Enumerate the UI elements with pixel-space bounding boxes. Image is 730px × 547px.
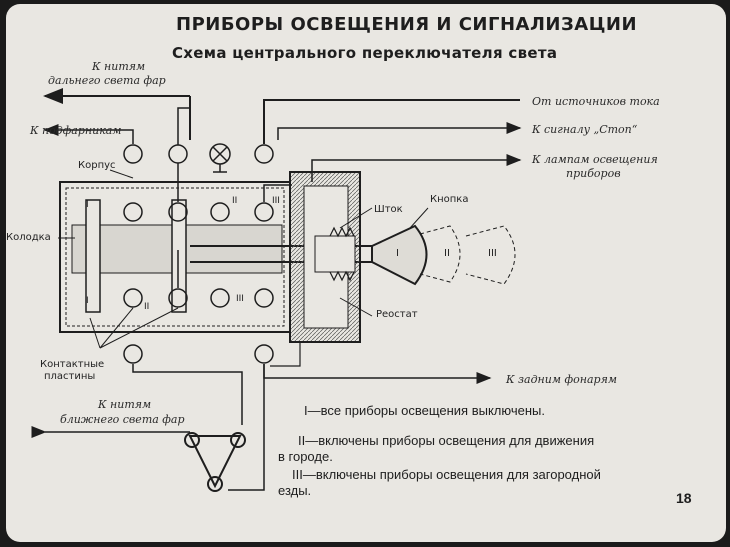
terminal-block (71, 199, 283, 313)
legend-position-2-line1: II—включены приборы освещения для движен… (298, 433, 595, 448)
terminal-inner-5 (123, 288, 143, 308)
label-rheostat: Реостат (376, 309, 418, 320)
wire-stop (277, 122, 522, 140)
mark-bottom-3: III (236, 294, 244, 304)
terminal-inner-4 (254, 202, 274, 222)
page-title: ПРИБОРЫ ОСВЕЩЕНИЯ И СИГНАЛИЗАЦИИ (176, 14, 638, 35)
legend-position-3-line2: езды. (278, 483, 312, 498)
label-high-beam-line1: К нитям (92, 60, 146, 73)
mark-block-bottom-1: I (86, 296, 89, 306)
label-button: Кнопка (430, 194, 469, 205)
label-rod: Шток (374, 204, 403, 215)
label-housing: Корпус (78, 160, 116, 171)
page-subtitle: Схема центрального переключателя света (172, 44, 558, 62)
label-instruments-line1: К лампам освещения (532, 153, 658, 166)
terminal-bottom-2 (254, 344, 274, 364)
fuse-triangle (184, 432, 246, 492)
terminal-top-1 (123, 144, 143, 164)
label-contacts-line2: пластины (44, 371, 96, 382)
terminal-inner-3 (210, 202, 230, 222)
terminal-inner-6 (168, 288, 188, 308)
mark-top-2: II (232, 196, 238, 206)
label-block: Колодка (6, 232, 51, 243)
spring-upper (329, 226, 355, 238)
label-power: От источников тока (532, 95, 660, 108)
terminal-top-2 (168, 144, 188, 164)
legend-position-2-line2: в городе. (278, 449, 333, 464)
label-contacts-line1: Контактные (40, 359, 105, 370)
rheostat-housing (289, 171, 361, 343)
page-number: 18 (676, 490, 692, 506)
terminal-inner-7 (210, 288, 230, 308)
terminal-inner-2 (168, 202, 188, 222)
terminal-inner-8 (254, 288, 274, 308)
label-low-beam-line2: ближнего света фар (60, 413, 185, 426)
legend-position-3-line1: III—включены приборы освещения для загор… (292, 467, 601, 482)
wire-low-beam (132, 364, 243, 425)
spring-lower (329, 270, 355, 282)
label-parking: К подфарникам (30, 124, 122, 137)
label-low-beam-line1: К нитям (98, 398, 152, 411)
wire-instruments (311, 154, 522, 182)
legend-position-1: I—все приборы освещения выключены. (304, 403, 545, 418)
label-high-beam-line2: дальнего света фар (48, 74, 166, 87)
knob-position-3 (465, 225, 516, 285)
label-rear-lamps: К задним фонарям (506, 373, 617, 386)
mark-knob-2: II (444, 248, 450, 259)
mark-top-3: III (272, 196, 280, 206)
label-stop: К сигналу „Стоп“ (532, 123, 638, 136)
wire-power (263, 99, 520, 144)
mark-bottom-2: II (144, 302, 150, 312)
terminal-bottom-1 (123, 344, 143, 364)
label-instruments-line2: приборов (566, 167, 621, 180)
mark-block-top-1: I (86, 200, 89, 210)
mark-knob-1: I (396, 248, 399, 259)
mark-knob-3: III (488, 248, 497, 259)
terminal-top-3 (254, 144, 274, 164)
lamp-symbol (209, 143, 231, 173)
wire-parking (43, 124, 134, 144)
terminal-inner-1 (123, 202, 143, 222)
knob-position-1 (371, 224, 428, 286)
